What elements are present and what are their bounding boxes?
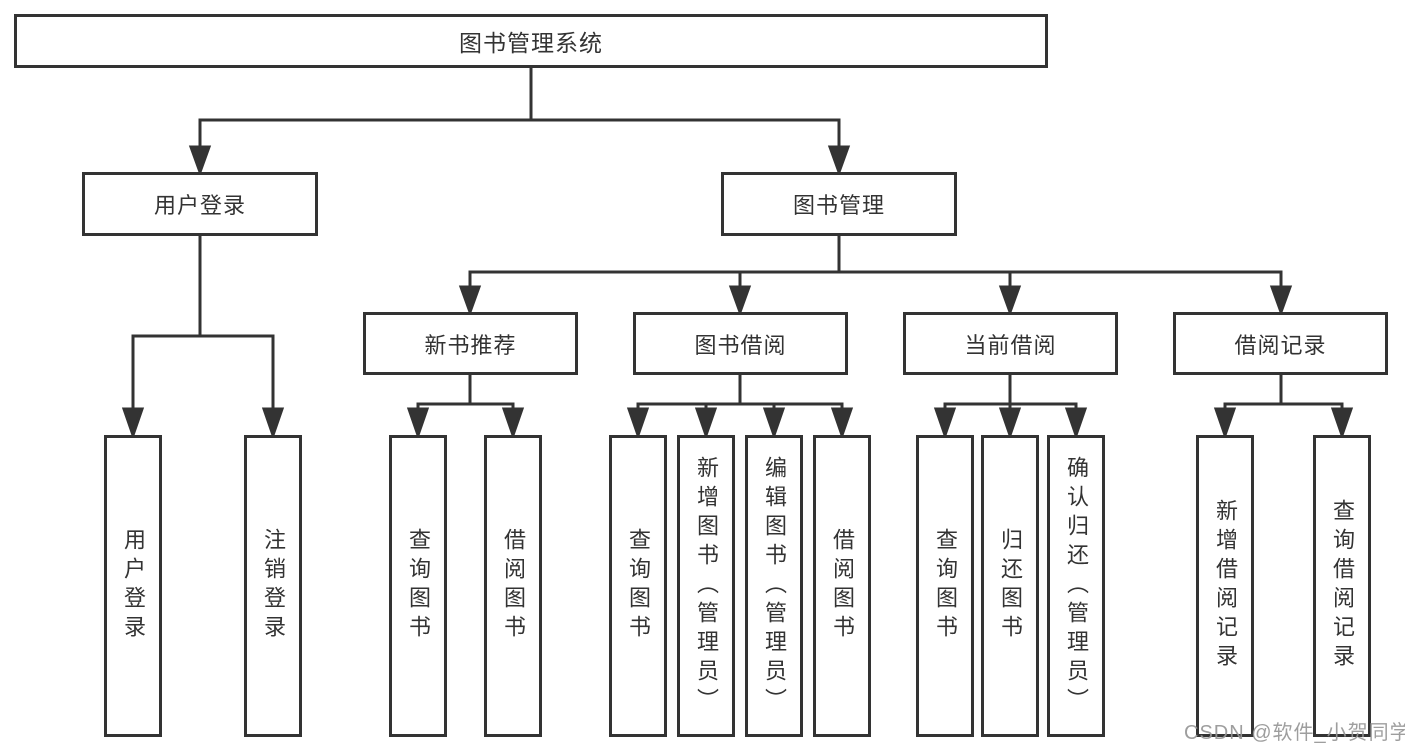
leaf-borrow-books: 借阅图书 bbox=[813, 435, 871, 737]
arrowhead-icon bbox=[827, 145, 851, 177]
node-current-borrow-label: 当前借阅 bbox=[964, 332, 1057, 358]
arrowhead-icon bbox=[998, 285, 1022, 317]
leaf-borrow-books-recommend: 借阅图书 bbox=[484, 435, 542, 737]
leaf-logout: 注销登录 bbox=[244, 435, 302, 737]
leaf-query-books-recommend: 查询图书 bbox=[389, 435, 447, 737]
node-borrow-records: 借阅记录 bbox=[1173, 312, 1388, 375]
leaf-return-books: 归还图书 bbox=[981, 435, 1039, 737]
leaf-add-books-admin-label: 新增图书（管理员） bbox=[694, 455, 719, 717]
leaf-user-login: 用户登录 bbox=[104, 435, 162, 737]
arrowhead-icon bbox=[762, 407, 786, 440]
arrowhead-icon bbox=[728, 285, 752, 317]
leaf-borrow-books-label: 借阅图书 bbox=[830, 528, 855, 644]
arrowhead-icon bbox=[188, 145, 212, 177]
connector-new-book-recommend bbox=[406, 373, 525, 440]
leaf-query-books-recommend-label: 查询图书 bbox=[406, 528, 431, 644]
arrowhead-icon bbox=[1064, 407, 1088, 440]
node-user-login-label: 用户登录 bbox=[153, 193, 246, 218]
csdn-watermark: CSDN @软件_小贺同学 bbox=[1184, 722, 1405, 744]
leaf-query-books-current: 查询图书 bbox=[916, 435, 974, 737]
node-current-borrow: 当前借阅 bbox=[903, 312, 1118, 375]
leaf-query-books-borrow: 查询图书 bbox=[609, 435, 667, 737]
arrowhead-icon bbox=[406, 407, 430, 440]
leaf-confirm-return-admin: 确认归还（管理员） bbox=[1047, 435, 1105, 737]
connector-user-login bbox=[121, 234, 285, 440]
connector-book-management bbox=[458, 234, 1293, 317]
node-book-management-label: 图书管理 bbox=[792, 193, 885, 218]
node-new-book-recommend-label: 新书推荐 bbox=[424, 332, 517, 358]
leaf-user-login-label: 用户登录 bbox=[121, 528, 146, 644]
leaf-logout-label: 注销登录 bbox=[261, 528, 286, 644]
arrowhead-icon bbox=[458, 285, 482, 317]
leaf-return-books-label: 归还图书 bbox=[998, 528, 1023, 644]
arrowhead-icon bbox=[501, 407, 525, 440]
arrowhead-icon bbox=[933, 407, 957, 440]
arrowhead-icon bbox=[1269, 285, 1293, 317]
arrowhead-icon bbox=[261, 407, 285, 440]
connector-borrow-records bbox=[1213, 373, 1354, 440]
leaf-query-borrow-record: 查询借阅记录 bbox=[1313, 435, 1371, 737]
node-user-login: 用户登录 bbox=[82, 172, 318, 236]
arrowhead-icon bbox=[1213, 407, 1237, 440]
arrowhead-icon bbox=[121, 407, 145, 440]
arrowhead-icon bbox=[1330, 407, 1354, 440]
node-root: 图书管理系统 bbox=[14, 14, 1048, 68]
arrowhead-icon bbox=[830, 407, 854, 440]
connector-book-borrow bbox=[626, 373, 854, 440]
node-borrow-records-label: 借阅记录 bbox=[1234, 332, 1327, 358]
leaf-query-borrow-record-label: 查询借阅记录 bbox=[1330, 499, 1355, 673]
leaf-add-borrow-record: 新增借阅记录 bbox=[1196, 435, 1254, 737]
node-book-borrow-label: 图书借阅 bbox=[694, 332, 787, 358]
node-book-management: 图书管理 bbox=[721, 172, 957, 236]
leaf-add-borrow-record-label: 新增借阅记录 bbox=[1213, 499, 1238, 673]
leaf-edit-books-admin: 编辑图书（管理员） bbox=[745, 435, 803, 737]
arrowhead-icon bbox=[626, 407, 650, 440]
node-root-label: 图书管理系统 bbox=[459, 30, 603, 56]
node-book-borrow: 图书借阅 bbox=[633, 312, 848, 375]
node-new-book-recommend: 新书推荐 bbox=[363, 312, 578, 375]
connector-current-borrow bbox=[933, 373, 1088, 440]
arrowhead-icon bbox=[694, 407, 718, 440]
leaf-query-books-borrow-label: 查询图书 bbox=[626, 528, 651, 644]
arrowhead-icon bbox=[998, 407, 1022, 440]
connector-root bbox=[188, 66, 851, 177]
leaf-add-books-admin: 新增图书（管理员） bbox=[677, 435, 735, 737]
leaf-query-books-current-label: 查询图书 bbox=[933, 528, 958, 644]
leaf-borrow-books-recommend-label: 借阅图书 bbox=[501, 528, 526, 644]
leaf-confirm-return-admin-label: 确认归还（管理员） bbox=[1064, 455, 1089, 717]
leaf-edit-books-admin-label: 编辑图书（管理员） bbox=[762, 455, 787, 717]
